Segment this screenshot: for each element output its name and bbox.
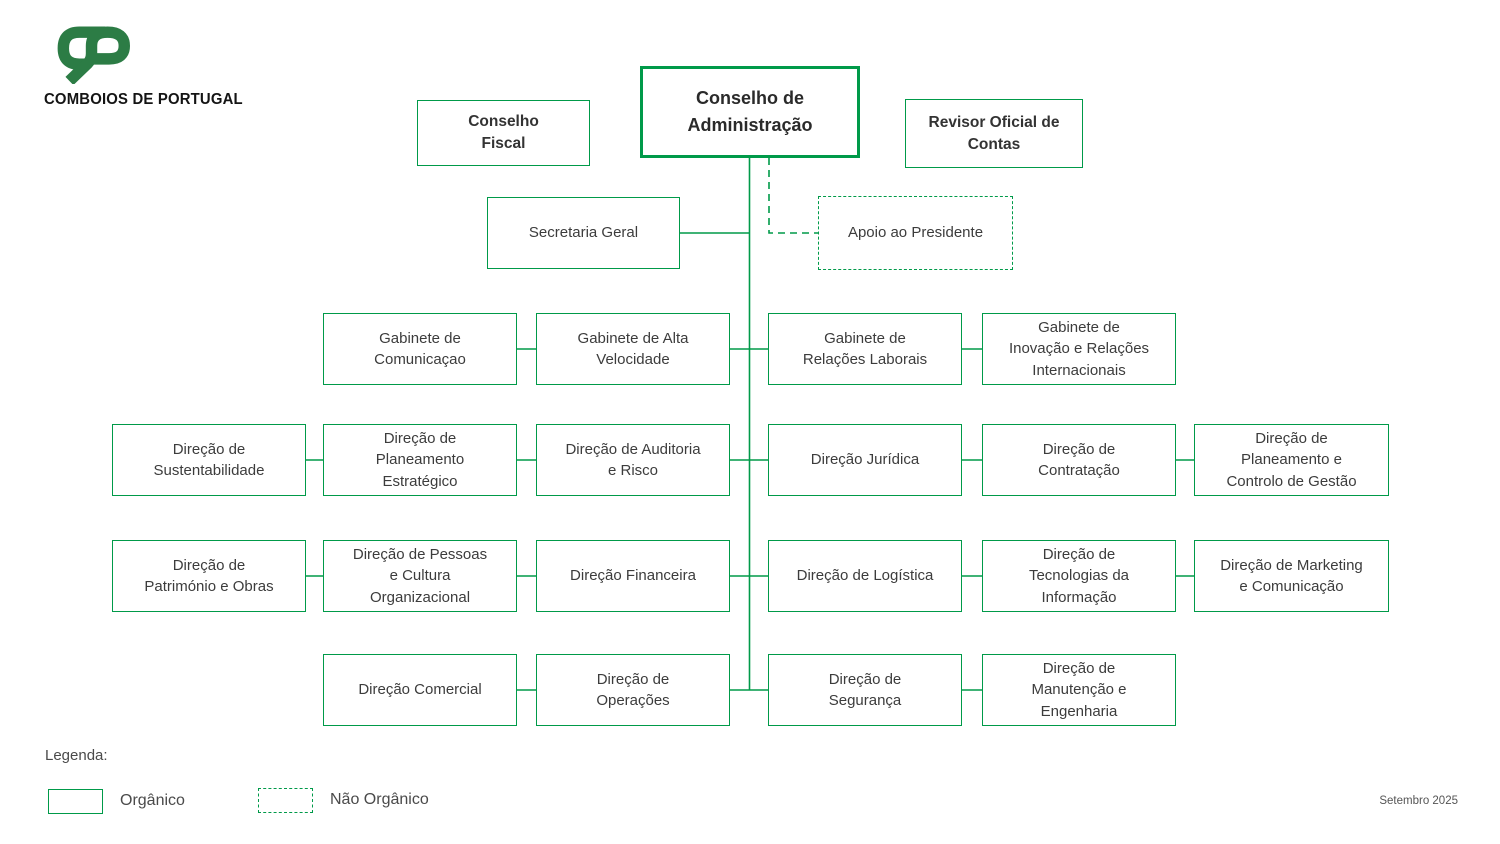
org-box-label: Gabinete de Relações Laborais xyxy=(802,329,928,368)
org-box-label: Direção de Património e Obras xyxy=(144,556,274,595)
org-box-direcao-contratacao: Direção de Contratação xyxy=(982,424,1176,496)
org-box-direcao-sustentabilidade: Direção de Sustentabilidade xyxy=(112,424,306,496)
org-box-label: Direção de Planeamento e Controlo de Ges… xyxy=(1226,430,1357,490)
org-box-label: Direção de Operações xyxy=(596,670,670,709)
org-box-direcao-comercial: Direção Comercial xyxy=(323,654,517,726)
org-box-label: Direção Comercial xyxy=(358,681,482,699)
org-box-secretaria-geral: Secretaria Geral xyxy=(487,197,680,269)
org-box-gabinete-relacoes-laborais: Gabinete de Relações Laborais xyxy=(768,313,962,385)
legend-label-nao-organico: Não Orgânico xyxy=(330,791,429,808)
org-box-label: Direção de Pessoas e Cultura Organizacio… xyxy=(352,546,488,606)
org-box-label: Gabinete de Inovação e Relações Internac… xyxy=(1008,319,1150,379)
org-box-direcao-tecnologias: Direção de Tecnologias da Informação xyxy=(982,540,1176,612)
org-box-label: Direção de Logística xyxy=(796,567,934,585)
org-box-revisor-oficial-contas: Revisor Oficial de Contas xyxy=(905,99,1083,168)
org-box-label: Direção de Manutenção e Engenharia xyxy=(1031,660,1127,720)
org-box-label: Conselho de Administração xyxy=(687,88,813,135)
date-stamp: Setembro 2025 xyxy=(1379,795,1458,807)
org-box-label: Gabinete de Alta Velocidade xyxy=(577,329,689,368)
org-box-conselho-administracao: Conselho de Administração xyxy=(640,66,860,158)
org-box-conselho-fiscal: Conselho Fiscal xyxy=(417,100,590,166)
org-box-direcao-planeamento-estrategico: Direção de Planeamento Estratégico xyxy=(323,424,517,496)
org-box-apoio-ao-presidente: Apoio ao Presidente xyxy=(818,196,1013,270)
legend-label-organico: Orgânico xyxy=(120,792,185,809)
org-box-label: Direção de Contratação xyxy=(1038,440,1120,479)
legend-swatch-nao-organico xyxy=(258,788,313,813)
org-box-direcao-financeira: Direção Financeira xyxy=(536,540,730,612)
org-box-direcao-operacoes: Direção de Operações xyxy=(536,654,730,726)
org-box-label: Direção de Segurança xyxy=(828,670,902,709)
legend-swatch-organico xyxy=(48,789,103,814)
org-box-gabinete-alta-velocidade: Gabinete de Alta Velocidade xyxy=(536,313,730,385)
org-box-direcao-logistica: Direção de Logística xyxy=(768,540,962,612)
dashed-drop-line xyxy=(768,158,818,234)
org-box-label: Revisor Oficial de Contas xyxy=(928,113,1060,153)
org-box-gabinete-inovacao: Gabinete de Inovação e Relações Internac… xyxy=(982,313,1176,385)
org-box-direcao-pessoas-cultura: Direção de Pessoas e Cultura Organizacio… xyxy=(323,540,517,612)
org-box-label: Direção Jurídica xyxy=(810,451,920,469)
org-box-direcao-auditoria-risco: Direção de Auditoria e Risco xyxy=(536,424,730,496)
org-box-direcao-juridica: Direção Jurídica xyxy=(768,424,962,496)
org-box-label: Gabinete de Comunicaçao xyxy=(374,329,466,368)
org-box-direcao-planeamento-controlo: Direção de Planeamento e Controlo de Ges… xyxy=(1194,424,1389,496)
org-box-label: Direção de Tecnologias da Informação xyxy=(1028,546,1130,606)
org-box-label: Direção de Auditoria e Risco xyxy=(565,440,701,479)
cp-logo: COMBOIOS DE PORTUGAL xyxy=(44,20,258,109)
cp-brand-text: COMBOIOS DE PORTUGAL xyxy=(44,91,243,108)
org-box-label: Direção de Planeamento Estratégico xyxy=(375,430,465,490)
org-box-label: Conselho Fiscal xyxy=(468,113,539,152)
org-box-label: Direção de Marketing e Comunicação xyxy=(1220,556,1363,595)
org-box-direcao-manutencao: Direção de Manutenção e Engenharia xyxy=(982,654,1176,726)
org-box-label: Direção de Sustentabilidade xyxy=(153,440,265,479)
org-box-label: Apoio ao Presidente xyxy=(847,224,984,242)
org-box-direcao-patrimonio-obras: Direção de Património e Obras xyxy=(112,540,306,612)
cp-logo-icon xyxy=(57,26,130,86)
org-box-label: Secretaria Geral xyxy=(528,224,639,242)
org-box-gabinete-comunicacao: Gabinete de Comunicaçao xyxy=(323,313,517,385)
org-box-direcao-marketing: Direção de Marketing e Comunicação xyxy=(1194,540,1389,612)
org-box-direcao-seguranca: Direção de Segurança xyxy=(768,654,962,726)
org-box-label: Direção Financeira xyxy=(570,567,696,585)
legend-title: Legenda: xyxy=(45,747,108,764)
